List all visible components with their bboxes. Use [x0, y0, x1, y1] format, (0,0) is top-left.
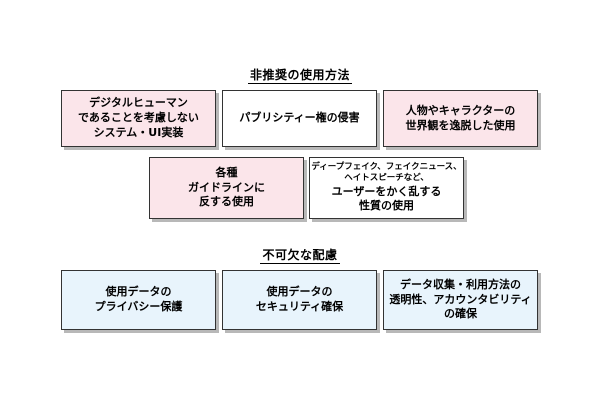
- box-line: ヘイトスピーチなど、: [344, 173, 429, 184]
- box-transparency-accountability: データ収集・利用方法の 透明性、アカウンタビリティ の確保: [383, 270, 538, 330]
- box-publicity-rights-infringement: パブリシティー権の侵害: [222, 90, 377, 147]
- box-data-security: 使用データの セキュリティ確保: [222, 270, 377, 330]
- box-no-digital-human-consideration: デジタルヒューマン であることを考慮しない システム・UI実装: [61, 90, 216, 147]
- box-line: デジタルヒューマン: [89, 96, 188, 110]
- section-title-text: 不可欠な配慮: [260, 248, 340, 264]
- box-line: ユーザーをかく乱する: [331, 184, 442, 198]
- box-line: 透明性、アカウンタビリティ: [389, 292, 532, 306]
- box-line: であることを考慮しない: [78, 111, 199, 125]
- box-worldview-deviation: 人物やキャラクターの 世界観を逸脱した使用: [383, 90, 538, 147]
- box-line: 反する使用: [199, 195, 254, 209]
- box-line: 使用データの: [105, 285, 172, 299]
- box-deepfake-disruptive-use: ディープフェイク、フェイクニュース、 ヘイトスピーチなど、 ユーザーをかく乱する…: [309, 157, 464, 219]
- box-line: ガイドラインに: [188, 180, 265, 194]
- box-data-privacy-protection: 使用データの プライバシー保護: [61, 270, 216, 330]
- box-line: パブリシティー権の侵害: [239, 111, 360, 125]
- box-line: の確保: [444, 307, 477, 321]
- box-line: 各種: [215, 165, 238, 179]
- box-line: システム・UI実装: [93, 125, 184, 139]
- section-title-text: 非推奨の使用方法: [247, 68, 352, 84]
- box-line: データ収集・利用方法の: [400, 277, 521, 291]
- section-title-not-recommended: 非推奨の使用方法: [0, 66, 600, 84]
- box-line: プライバシー保護: [94, 300, 183, 313]
- box-line: 世界観を逸脱した使用: [405, 118, 516, 132]
- box-line: 性質の使用: [359, 199, 414, 213]
- section-title-essential-considerations: 不可欠な配慮: [0, 246, 600, 264]
- box-line: ディープフェイク、フェイクニュース、: [311, 161, 462, 172]
- box-line: 人物やキャラクターの: [405, 103, 516, 117]
- box-line: 使用データの: [266, 285, 333, 299]
- box-guideline-violation: 各種 ガイドラインに 反する使用: [149, 157, 304, 219]
- box-line: セキュリティ確保: [255, 300, 344, 313]
